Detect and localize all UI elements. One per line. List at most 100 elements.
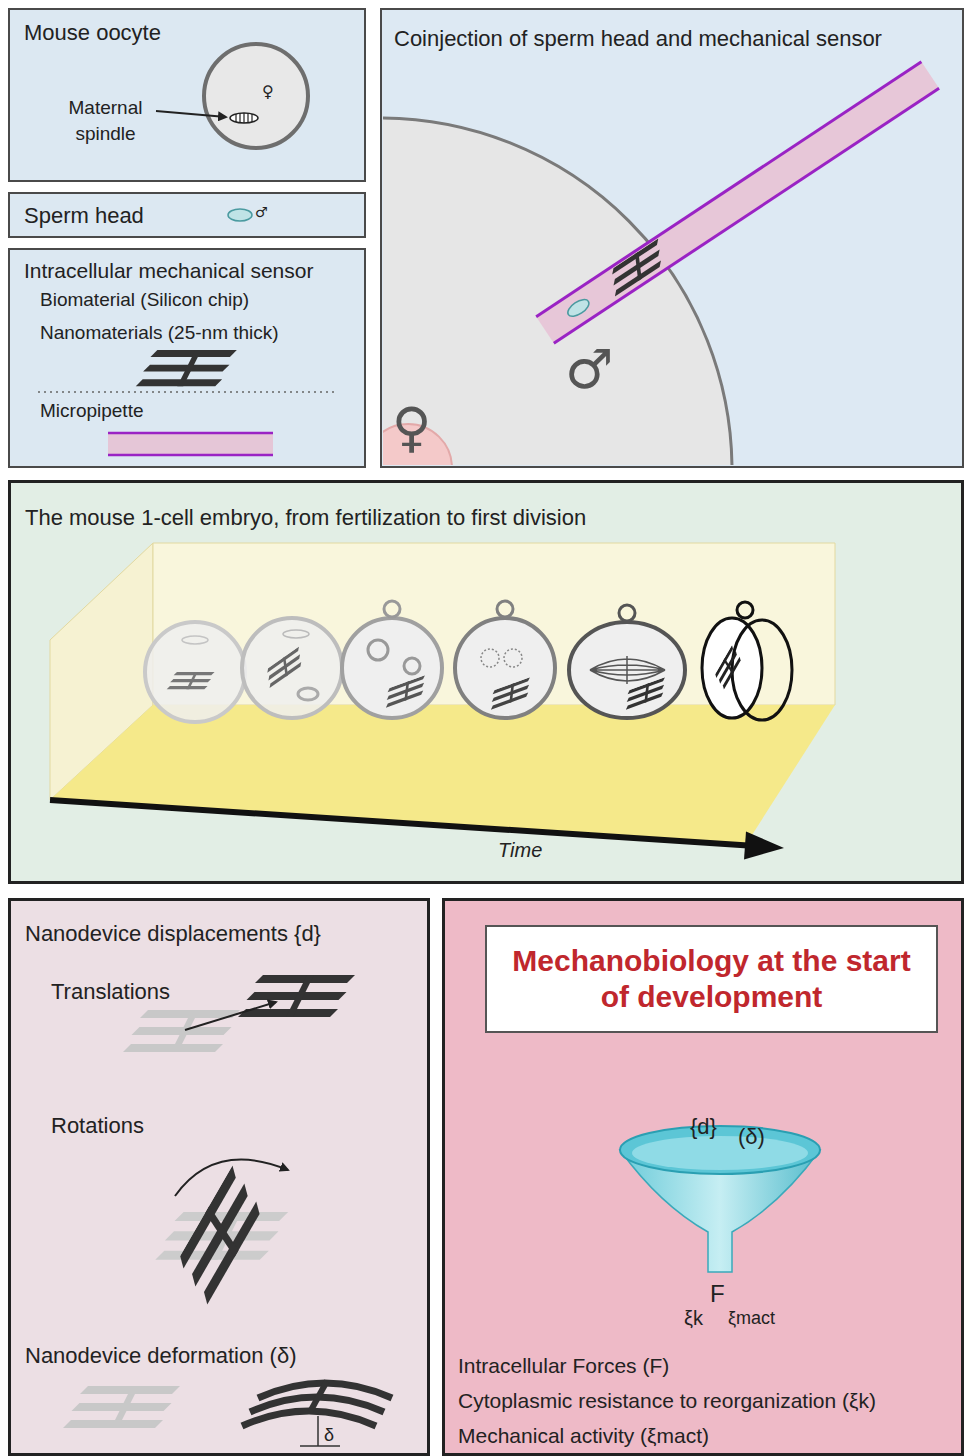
embryo-stage-part	[380, 675, 431, 708]
time-arrow-part	[50, 800, 748, 846]
embryo-stage-part	[145, 622, 245, 722]
translation-figure-part	[238, 975, 355, 1017]
oocyte-large-part	[383, 118, 732, 465]
embryo-stage-part	[298, 688, 318, 700]
micropipette-injecting	[536, 62, 939, 344]
micropipette-injecting-part	[554, 88, 939, 343]
panel: The mouse 1-cell embryo, from fertilizat…	[8, 480, 964, 884]
rotation-figure-part	[175, 1160, 288, 1196]
embryo-stage-part	[732, 620, 792, 720]
embryo-stage-part	[404, 658, 420, 674]
panel: Nanodevice displacements {d}Translations…	[8, 898, 430, 1456]
embryo-stage-part	[283, 630, 309, 638]
deformation-figure-part	[258, 1383, 392, 1398]
panel-title: Intracellular Forces (F)	[458, 1353, 669, 1378]
panel-title: Coinjection of sperm head and mechanical…	[394, 26, 882, 52]
embryo-stage-part	[384, 601, 400, 617]
embryo-stage-part	[242, 618, 342, 718]
translation-figure-part	[123, 1010, 240, 1052]
panel-title: Sperm head	[24, 203, 144, 229]
micropipette-injecting-part	[601, 238, 671, 296]
embryo-stage	[702, 602, 792, 720]
panel-title: Nanodevice displacements {d}	[25, 921, 321, 947]
translation-figure-part	[185, 1002, 276, 1030]
embryo-stage-part	[504, 649, 522, 667]
sperm-head	[228, 209, 252, 221]
sperm-head-part	[228, 209, 252, 221]
figure-label: (δ)	[738, 1124, 765, 1150]
title-box: Mechanobiology at the start of developme…	[485, 925, 938, 1033]
micropipette-part	[108, 432, 273, 435]
embryo-stage-part	[619, 605, 635, 621]
micropipette-part	[108, 454, 273, 457]
figure-label: ♂	[255, 204, 268, 221]
time-arrow-part	[744, 832, 784, 860]
embryo-stage	[342, 601, 442, 718]
panel-text: Nanomaterials (25-nm thick)	[40, 322, 279, 345]
figure-label: Maternal spindle	[48, 95, 163, 147]
panel: Sperm head	[8, 192, 366, 238]
embryo-stage	[145, 622, 245, 722]
maternal-spindle	[230, 113, 258, 123]
embryo-stage-part	[711, 645, 745, 689]
figure-label: ♂	[565, 338, 613, 403]
micropipette-part	[108, 433, 273, 455]
deformation-figure-part	[63, 1386, 180, 1428]
panel: Intracellular mechanical sensorBiomateri…	[8, 248, 366, 468]
time-box	[50, 543, 835, 846]
figure-label: ξk	[684, 1306, 703, 1330]
embryo-stage-part	[182, 636, 208, 644]
time-box-part	[50, 543, 153, 800]
leader-arrow-part	[156, 111, 226, 117]
embryo-stage-part	[590, 656, 665, 684]
funnel	[620, 1126, 820, 1272]
nanodevice	[136, 350, 237, 386]
micropipette	[108, 433, 273, 455]
panel-text: Mechanical activity (ξmact)	[458, 1423, 709, 1448]
deformation-figure-part	[317, 1416, 319, 1446]
rotation-figure-part	[155, 1212, 288, 1260]
embryo-stage-part	[702, 618, 762, 718]
time-arrow	[50, 800, 784, 860]
deformation-figure-part	[250, 1397, 384, 1412]
embryo-stage-part	[497, 601, 513, 617]
embryo-stage-part	[368, 640, 388, 660]
funnel-part	[620, 1150, 820, 1272]
embryo-stage-part	[737, 602, 753, 618]
panel: Intracellular Forces (F) Cytoplasmic resi…	[442, 898, 964, 1456]
panel-text: Nanodevice deformation (δ)	[25, 1343, 297, 1369]
panel-title: Intracellular mechanical sensor	[24, 258, 313, 283]
time-box-part	[153, 543, 835, 705]
embryo-stage-part	[342, 618, 442, 718]
maternal-spindle-part	[236, 113, 252, 123]
embryo-stage-part	[569, 622, 685, 718]
embryo-stage-part	[620, 677, 671, 710]
dotted-separator-part	[38, 391, 336, 393]
panel-text: Cytoplasmic resistance to reorganization…	[458, 1388, 876, 1413]
deformation-figure	[63, 1381, 392, 1446]
figure-label: {d}	[690, 1114, 717, 1140]
figure-label: ♀	[262, 82, 274, 101]
micropipette-injecting-part	[536, 62, 939, 344]
panel: Coinjection of sperm head and mechanical…	[380, 8, 964, 468]
embryo-stage	[242, 618, 342, 718]
embryo-stage	[455, 601, 555, 718]
panel-title: Mouse oocyte	[24, 20, 161, 46]
dotted-separator	[38, 392, 336, 393]
figure-label: Time	[498, 838, 542, 862]
rotation-figure	[155, 1160, 288, 1305]
embryo-stage-part	[481, 649, 499, 667]
deformation-figure-part	[310, 1381, 327, 1412]
deformation-figure-part	[300, 1445, 340, 1447]
maternal-spindle-part	[230, 113, 258, 123]
panel-text: Micropipette	[40, 400, 144, 423]
funnel-part	[620, 1126, 820, 1174]
figure-label: ξmact	[728, 1308, 775, 1330]
figure-label: δ	[324, 1425, 334, 1447]
leader-arrow	[156, 111, 226, 117]
embryo-stage-part	[167, 672, 215, 689]
nanodevice-part	[136, 350, 237, 386]
micropipette-injecting-part	[536, 62, 921, 317]
oocyte	[204, 44, 308, 148]
